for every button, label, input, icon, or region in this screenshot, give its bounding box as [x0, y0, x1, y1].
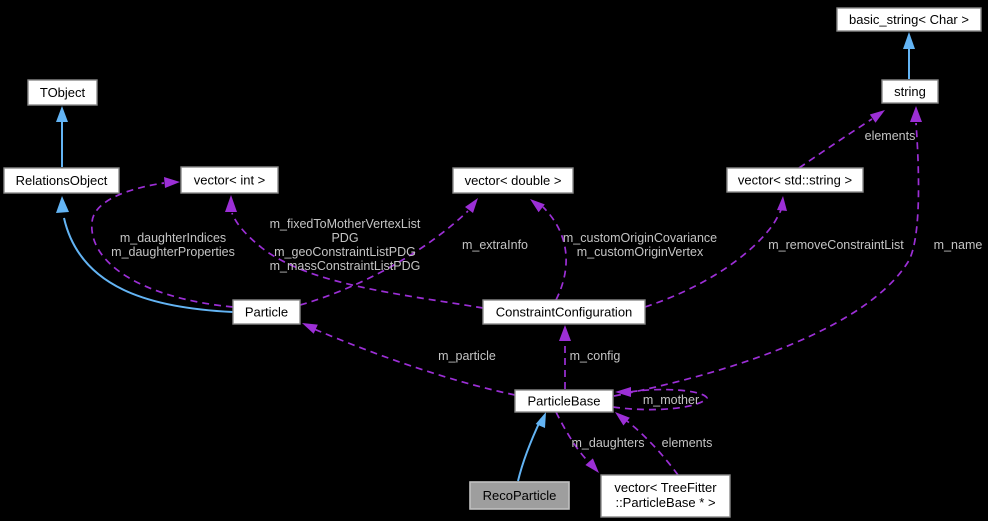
node-vector-int[interactable]: vector< int > [180, 166, 279, 194]
usage-arrowhead-particlebase-elements [615, 412, 630, 426]
label-config: m_config [570, 349, 621, 363]
inheritance-arrowhead-basicstring [903, 32, 915, 49]
label-daughters: m_daughters [572, 436, 645, 450]
inheritance-arrowhead-particlebase [535, 412, 546, 428]
inheritance-arrowhead-tobject [56, 106, 68, 122]
usage-arrowhead-string-bottom [910, 106, 922, 122]
label-elements-string: elements [865, 129, 916, 143]
node-particle[interactable]: Particle [232, 299, 301, 325]
node-recoparticle-label: RecoParticle [483, 488, 557, 503]
usage-arrowhead-string-left [869, 110, 885, 123]
node-vector-treefitter-box[interactable] [600, 474, 731, 518]
usage-edges [91, 106, 922, 476]
node-constraintconfiguration-box[interactable] [482, 299, 646, 325]
node-tobject-label: TObject [40, 85, 86, 100]
usage-arrowhead-vectorint-left [164, 177, 180, 188]
node-vector-stdstring-box[interactable] [726, 167, 864, 193]
node-particle-label: Particle [245, 305, 288, 320]
node-recoparticle-current: RecoParticle [469, 481, 570, 510]
node-vector-treefitter-label-line1: vector< TreeFitter [614, 480, 717, 495]
usage-arrowhead-constraintconfig [559, 325, 571, 341]
node-vector-int-box[interactable] [180, 166, 279, 194]
node-particlebase-box[interactable] [514, 389, 614, 413]
node-vector-treefitter-particlebase[interactable]: vector< TreeFitter ::ParticleBase * > [600, 474, 731, 518]
node-vector-stdstring-label: vector< std::string > [738, 173, 852, 188]
label-fixedtomother-2: PDG [331, 231, 358, 245]
label-particle-member: m_particle [438, 349, 496, 363]
usage-arrowhead-vectordouble-right [530, 199, 545, 213]
edge-particle-relationsobject [63, 217, 234, 313]
label-daughter-indices: m_daughterIndices [120, 231, 226, 245]
node-particle-box[interactable] [232, 299, 301, 325]
edge-particle-vectorint [91, 182, 234, 308]
node-particlebase-label: ParticleBase [528, 394, 601, 409]
label-daughter-properties: m_daughterProperties [111, 245, 235, 259]
edge-particlebase-string [613, 122, 920, 397]
node-vector-double[interactable]: vector< double > [452, 167, 574, 194]
node-vector-stdstring[interactable]: vector< std::string > [726, 167, 864, 193]
usage-arrowhead-particlebase-mother [615, 387, 631, 397]
edge-particlebase-vectortreefitter [555, 411, 590, 463]
edge-particle-vectordouble [299, 210, 469, 306]
edge-vectortreefitter-particlebase [626, 420, 679, 476]
node-relationsobject[interactable]: RelationsObject [3, 167, 120, 194]
usage-arrowhead-particle [302, 323, 318, 334]
node-string[interactable]: string [881, 79, 939, 104]
node-particlebase[interactable]: ParticleBase [514, 389, 614, 413]
inheritance-arrowhead-relationsobject [56, 196, 69, 213]
node-string-box[interactable] [881, 79, 939, 104]
edge-vectorstring-string [798, 118, 873, 169]
node-vector-treefitter-label-line2: ::ParticleBase * > [615, 495, 715, 510]
label-removeconstraintlist: m_removeConstraintList [768, 238, 904, 252]
node-recoparticle-box [469, 481, 570, 510]
usage-arrowhead-vectorint-bottom [225, 195, 237, 212]
node-relationsobject-box[interactable] [3, 167, 120, 194]
node-relationsobject-label: RelationsObject [16, 173, 108, 188]
node-basicstring-box[interactable] [836, 7, 982, 32]
usage-arrowhead-vectorstring [777, 196, 787, 211]
node-vector-double-label: vector< double > [465, 173, 562, 188]
node-constraintconfiguration-label: ConstraintConfiguration [496, 305, 633, 320]
label-elements-particlebase: elements [662, 436, 713, 450]
node-tobject[interactable]: TObject [27, 79, 98, 106]
label-name: m_name [934, 238, 983, 252]
edge-particlebase-particle [313, 328, 516, 396]
node-basicstring-label: basic_string< Char > [849, 12, 969, 27]
label-mother: m_mother [643, 393, 699, 407]
node-constraintconfiguration[interactable]: ConstraintConfiguration [482, 299, 646, 325]
node-vector-int-label: vector< int > [194, 173, 266, 188]
edge-labels: m_daughterIndices m_daughterProperties m… [111, 129, 982, 450]
inheritance-edges [56, 32, 915, 482]
label-customorigincovariance: m_customOriginCovariance [563, 231, 717, 245]
nodes: TObject RelationsObject vector< int > Pa… [3, 7, 982, 518]
label-customoriginvertex: m_customOriginVertex [577, 245, 704, 259]
label-extrainfo: m_extraInfo [462, 238, 528, 252]
edge-recoparticle-particlebase [517, 418, 542, 482]
node-tobject-box[interactable] [27, 79, 98, 106]
node-string-label: string [894, 84, 926, 99]
edge-constraintconfig-vectorstring [644, 207, 783, 308]
label-massconstraint: m_massConstraintListPDG [270, 259, 421, 273]
label-geoconstraint: m_geoConstraintListPDG [274, 245, 416, 259]
node-basicstring[interactable]: basic_string< Char > [836, 7, 982, 32]
label-fixedtomother-1: m_fixedToMotherVertexList [270, 217, 421, 231]
edge-constraintconfig-vectordouble [542, 206, 567, 301]
usage-arrowhead-vectordouble-left [465, 198, 478, 213]
edge-constraintconfig-vectorint [231, 212, 484, 309]
node-vector-double-box[interactable] [452, 167, 574, 194]
edge-particlebase-self-mother [612, 388, 708, 411]
usage-arrowhead-vectortreefitter [585, 458, 599, 473]
